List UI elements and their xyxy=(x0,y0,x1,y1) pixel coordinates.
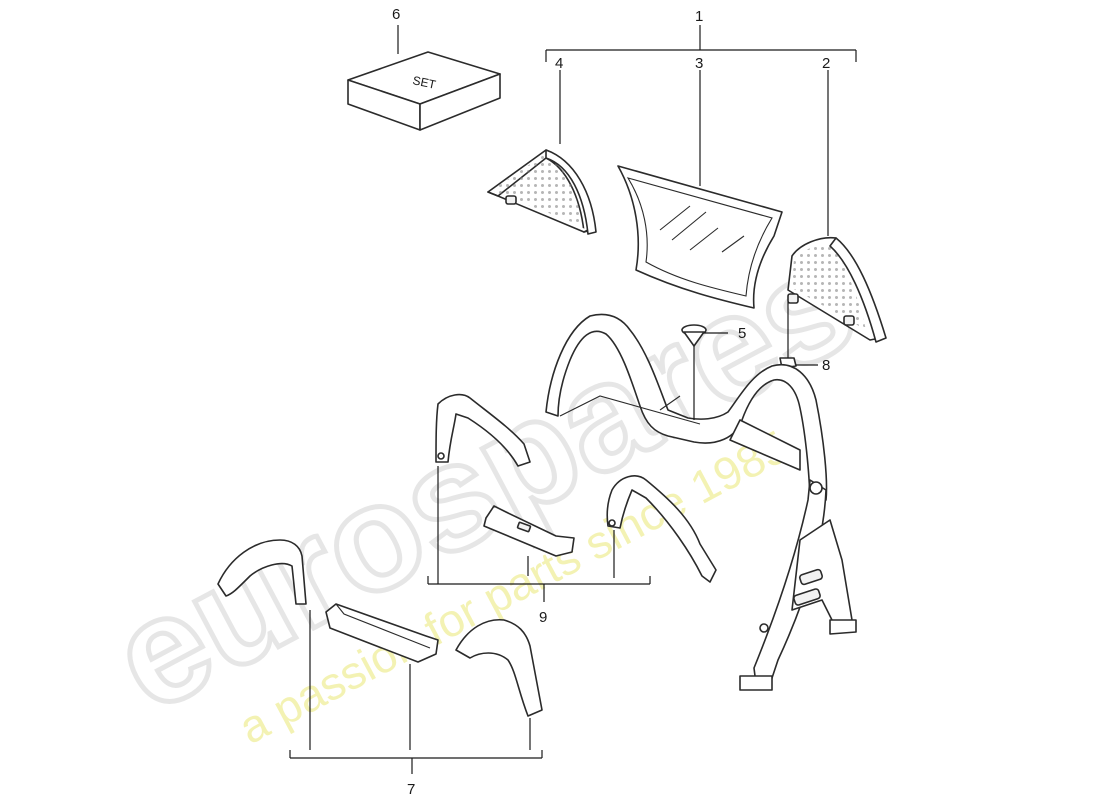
trim-center-bracket-part-9 xyxy=(483,505,575,557)
trim-right-upright-part-9 xyxy=(606,475,717,583)
callout-7: 7 xyxy=(407,781,415,798)
callout-3: 3 xyxy=(695,55,703,72)
callout-8: 8 xyxy=(822,357,830,374)
set-box-part-6: SET xyxy=(347,51,501,131)
callouts: 6 1 4 3 2 5 8 9 7 xyxy=(392,6,830,798)
right-wind-deflector-part-2 xyxy=(787,236,887,343)
callout-4: 4 xyxy=(555,55,563,72)
callout-2: 2 xyxy=(822,55,830,72)
cover-center-bar-part-7 xyxy=(325,603,439,663)
roll-bar-frame xyxy=(545,313,857,691)
trim-left-upright-part-9 xyxy=(435,393,531,467)
center-wind-deflector-part-3 xyxy=(617,165,783,309)
clip-part-5 xyxy=(681,324,707,347)
callout-5: 5 xyxy=(738,325,746,342)
callout-9: 9 xyxy=(539,609,547,626)
leader-lines xyxy=(289,25,857,774)
cover-left-arch-part-7 xyxy=(217,539,307,605)
set-box-label: SET xyxy=(411,73,437,92)
left-wind-deflector-part-4 xyxy=(487,149,597,235)
callout-1: 1 xyxy=(695,8,703,25)
cover-right-arch-part-7 xyxy=(455,619,543,717)
callout-6: 6 xyxy=(392,6,400,23)
